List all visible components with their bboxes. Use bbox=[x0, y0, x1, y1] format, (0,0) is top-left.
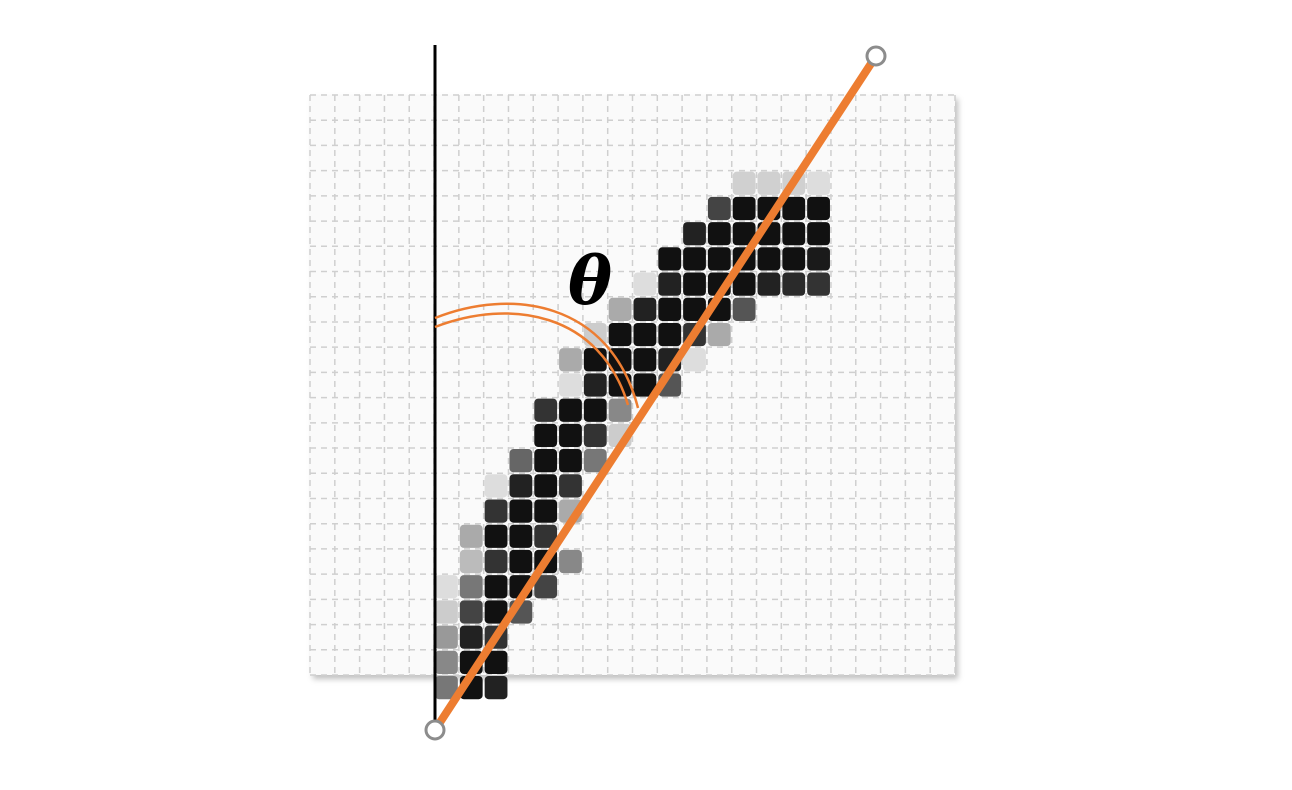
grid-pixel bbox=[633, 297, 657, 321]
grid-pixel bbox=[484, 499, 508, 523]
grid-pixel bbox=[782, 272, 806, 296]
grid-pixel bbox=[435, 625, 458, 649]
grid-pixel bbox=[534, 474, 558, 498]
grid-pixel bbox=[509, 449, 533, 473]
grid-pixel bbox=[658, 272, 682, 296]
grid-pixel bbox=[707, 247, 731, 271]
grid-pixel bbox=[559, 449, 582, 473]
grid-pixel bbox=[658, 322, 682, 347]
grid-pixel bbox=[757, 171, 781, 195]
rasterized-line-pixels bbox=[435, 171, 830, 700]
grid-pixel bbox=[583, 449, 607, 473]
grid-pixel bbox=[807, 171, 830, 195]
grid-pixel bbox=[583, 348, 607, 372]
grid-pixel bbox=[683, 348, 706, 372]
grid-pixel bbox=[608, 297, 632, 321]
grid-pixel bbox=[583, 373, 607, 397]
angle-arc-outer bbox=[434, 302, 640, 409]
grid-pixel bbox=[658, 297, 682, 321]
grid-pixel bbox=[683, 222, 706, 246]
grid-pixel bbox=[484, 524, 508, 548]
grid-pixel bbox=[484, 474, 508, 498]
grid-pixel bbox=[583, 398, 607, 422]
grid-pixel bbox=[807, 196, 830, 221]
grid-pixel bbox=[559, 348, 582, 372]
grid-pixel bbox=[633, 272, 657, 296]
grid-pixel bbox=[732, 272, 756, 296]
grid-pixel bbox=[633, 322, 657, 347]
pixel-grid-panel bbox=[309, 94, 956, 700]
grid-pixel bbox=[559, 398, 582, 422]
grid-pixel bbox=[683, 297, 706, 321]
grid-pixel bbox=[707, 322, 731, 347]
line-endpoint-bottom[interactable] bbox=[424, 719, 446, 741]
grid-pixel bbox=[459, 549, 483, 574]
grid-pixel bbox=[509, 474, 533, 498]
grid-pixel bbox=[484, 549, 508, 574]
grid-pixel bbox=[435, 575, 458, 599]
estimated-line-segment bbox=[431, 52, 880, 734]
grid-pixel bbox=[484, 600, 508, 624]
grid-pixel bbox=[732, 222, 756, 246]
grid-pixel bbox=[484, 650, 508, 674]
grid-pixel bbox=[757, 272, 781, 296]
grid-pixel bbox=[782, 247, 806, 271]
grid-pixel bbox=[559, 549, 582, 574]
grid-pixel bbox=[683, 247, 706, 271]
grid-pixel bbox=[633, 348, 657, 372]
grid-pixel bbox=[509, 499, 533, 523]
grid-pixel bbox=[633, 373, 657, 397]
grid-pixel bbox=[782, 196, 806, 221]
grid-pixel bbox=[707, 222, 731, 246]
grid-pixel bbox=[534, 449, 558, 473]
grid-pixel bbox=[534, 423, 558, 448]
grid-pixel bbox=[435, 650, 458, 674]
grid-pixel bbox=[559, 373, 582, 397]
theta-label: θ bbox=[568, 242, 612, 320]
grid-pixel bbox=[459, 524, 483, 548]
grid-pixel bbox=[807, 272, 830, 296]
grid-pixel bbox=[459, 600, 483, 624]
angle-theta-arc bbox=[434, 302, 640, 409]
grid-pixel bbox=[534, 524, 558, 548]
grid-pixel bbox=[683, 272, 706, 296]
grid-pixel bbox=[658, 247, 682, 271]
grid-pixel bbox=[757, 247, 781, 271]
grid-pixel bbox=[583, 423, 607, 448]
grid-pixel bbox=[534, 499, 558, 523]
grid-pixel bbox=[732, 297, 756, 321]
grid-pixel bbox=[484, 676, 508, 700]
grid-pixel bbox=[509, 524, 533, 548]
grid-pixel bbox=[707, 196, 731, 221]
angle-arc-inner bbox=[434, 312, 630, 406]
grid-pixel bbox=[484, 575, 508, 599]
grid-pixel bbox=[559, 423, 582, 448]
grid-pixel bbox=[509, 549, 533, 574]
grid-pixel bbox=[435, 600, 458, 624]
grid-pixel bbox=[534, 575, 558, 599]
grid-pixel bbox=[807, 247, 830, 271]
grid-pixel bbox=[534, 398, 558, 422]
grid-pixel bbox=[608, 322, 632, 347]
grid-pixel bbox=[459, 625, 483, 649]
grid-pixel bbox=[435, 676, 458, 700]
grid-pixel bbox=[732, 171, 756, 195]
grid-pixel bbox=[782, 222, 806, 246]
grid-pixel bbox=[459, 575, 483, 599]
grid-pixel bbox=[732, 196, 756, 221]
grid-pixel bbox=[559, 474, 582, 498]
grid-pixel bbox=[608, 398, 632, 422]
grid-pixel bbox=[807, 222, 830, 246]
line-endpoint-top[interactable] bbox=[865, 45, 887, 67]
